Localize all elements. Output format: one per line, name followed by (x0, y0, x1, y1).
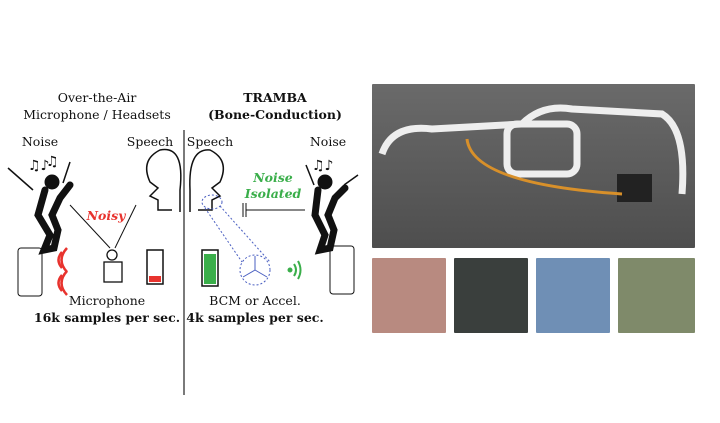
noise-label-right: Noise (309, 134, 347, 149)
vibration-area (201, 194, 223, 210)
speaking-head-icon-left (145, 148, 182, 212)
microphone-label: Microphone (68, 293, 146, 308)
wireless-signal-icon-red (57, 247, 68, 296)
noise-person-icon-right: ♫♪ (305, 158, 359, 255)
left-rate-label: 16k samples per sec. (33, 310, 181, 325)
battery-low-icon (146, 249, 164, 285)
isolated-label-line1: Noise (253, 170, 293, 185)
user-photo-3 (536, 258, 610, 333)
user-photo-1 (372, 258, 446, 333)
noise-person-icon-left: ♫♪♫ (7, 154, 74, 255)
svg-text:♫: ♫ (46, 154, 59, 170)
user-photo-4 (618, 258, 695, 333)
glasses-drawing (378, 104, 687, 202)
wireless-signal-icon-green (287, 260, 302, 280)
noise-label-left: Noise (21, 134, 59, 149)
noisy-label: Noisy (86, 208, 126, 223)
left-title-line1: Over-the-Air (57, 90, 137, 105)
user-photo-2 (454, 258, 528, 333)
isolated-label-line2: Isolated (244, 186, 302, 201)
glasses-prototype-photo (372, 84, 695, 248)
accelerometer-icon (239, 254, 271, 286)
right-title-line1: TRAMBA (243, 90, 307, 105)
right-title-line2: (Bone-Conduction) (208, 107, 342, 122)
speech-arrow (114, 204, 137, 249)
microphone-icon (103, 249, 123, 283)
svg-text:♫♪: ♫♪ (312, 158, 334, 174)
noise-arrow (69, 204, 111, 249)
battery-full-icon (201, 249, 219, 287)
speaking-head-icon-right (189, 149, 225, 212)
speech-label-left: Speech (126, 134, 174, 149)
left-title-line2: Microphone / Headsets (23, 107, 171, 122)
phone-icon-right (329, 245, 355, 295)
bcm-label: BCM or Accel. (209, 293, 301, 308)
phone-icon-left (17, 247, 43, 297)
right-rate-label: 4k samples per sec. (186, 310, 324, 325)
speech-label-right: Speech (186, 134, 234, 149)
svg-text:♫♪: ♫♪ (28, 158, 50, 174)
